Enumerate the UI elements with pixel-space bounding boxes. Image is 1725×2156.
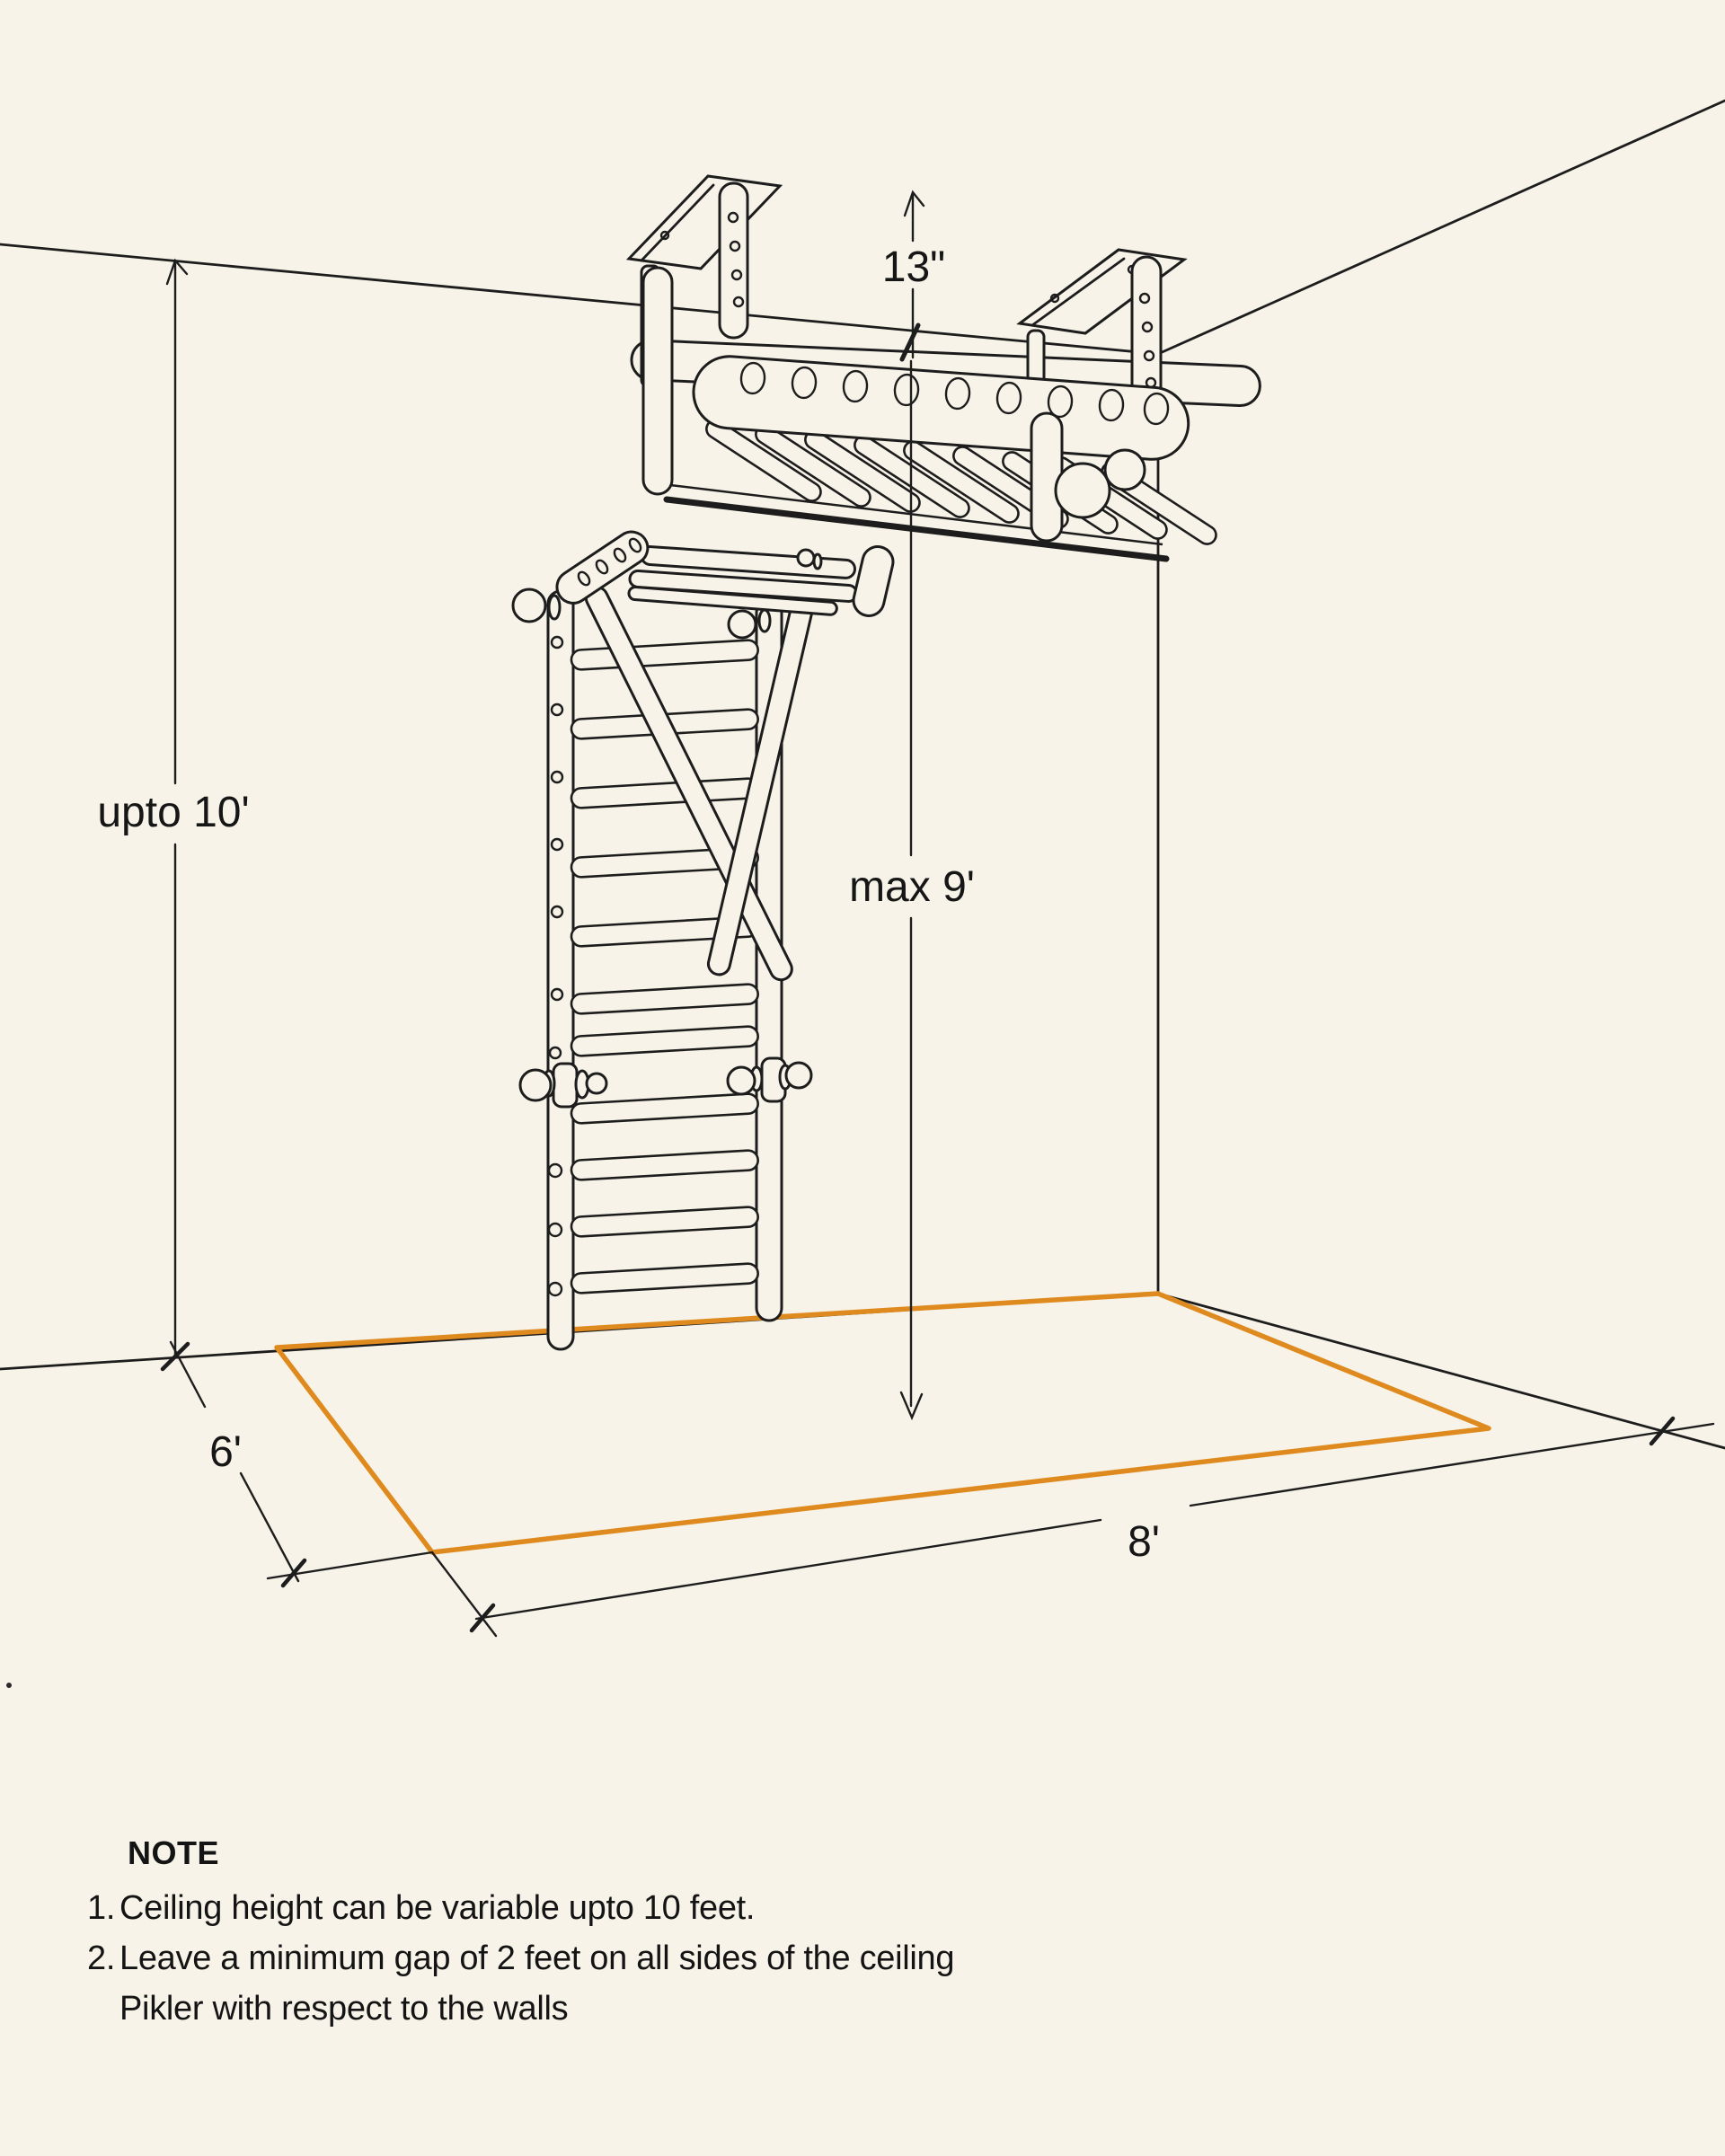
note-item-text: Leave a minimum gap of 2 feet on all sid… <box>119 1940 955 1977</box>
rack-pulley-wheel <box>1054 462 1111 519</box>
max-drop-label: max 9' <box>849 863 975 911</box>
rack-bar-holes <box>739 361 1170 426</box>
ladder-top-plate <box>555 530 650 605</box>
note-item-text: Ceiling height can be variable upto 10 f… <box>119 1889 756 1927</box>
ceiling-edge-right <box>1156 99 1725 356</box>
rack-pulley-wheel-small <box>1103 448 1146 491</box>
rack-main-bar <box>692 355 1190 461</box>
dim-floor-depth: 6' <box>169 1340 434 1588</box>
bracket-drop-label: 13" <box>882 243 945 291</box>
ladder-rail-holes <box>547 635 564 1297</box>
ceiling-height-label: upto 10' <box>97 789 249 836</box>
note-heading: NOTE <box>128 1834 220 1871</box>
ladder-knobs <box>511 588 813 1109</box>
ladder-folded-top-section <box>627 545 895 617</box>
rack-hanger-left <box>641 266 674 496</box>
ceiling-rack <box>625 174 1261 562</box>
dim-max-drop: max 9' <box>849 359 975 1421</box>
rack-hanger-right <box>1030 411 1064 543</box>
dim-slash-tick <box>280 1558 307 1588</box>
floor-depth-label: 6' <box>209 1428 242 1476</box>
dim-ceiling-height: upto 10' <box>97 258 250 1372</box>
ladder-rungs <box>570 639 759 1294</box>
note-item-2: 2. Leave a minimum gap of 2 feet on all … <box>87 1933 955 1984</box>
floor-width-label: 8' <box>1128 1518 1160 1566</box>
dim-slash-tick <box>160 1341 190 1372</box>
note-item-1: 1. Ceiling height can be variable upto 1… <box>87 1883 755 1933</box>
dim-slash-tick <box>1649 1416 1676 1446</box>
note-item-2-continued: Pikler with respect to the walls <box>87 1984 569 2034</box>
ceiling-edge-left <box>0 243 1160 356</box>
dim-slash-tick <box>899 323 921 362</box>
wall-ladder <box>511 530 895 1351</box>
floor-edge-right <box>1156 1292 1725 1450</box>
note-item-number: 1. <box>87 1889 116 1927</box>
note-item-number: 2. <box>87 1940 116 1977</box>
arrow-up-icon <box>165 258 189 286</box>
clearance-area <box>274 1291 1491 1555</box>
note-item-text: Pikler with respect to the walls <box>119 1990 569 2028</box>
arrow-down-icon <box>899 1391 924 1421</box>
clearance-rectangle <box>274 1291 1491 1555</box>
dim-floor-width: 8' <box>430 1416 1715 1638</box>
room-outline <box>0 99 1725 1450</box>
stray-dot <box>6 1683 12 1688</box>
extension-line <box>430 1551 498 1638</box>
dim-bracket-drop: 13" <box>882 190 945 362</box>
arrow-up-icon <box>903 190 925 217</box>
rack-rail-line <box>669 483 1163 546</box>
dim-slash-tick <box>469 1603 496 1633</box>
rack-front-bar-shadow <box>663 496 1170 562</box>
